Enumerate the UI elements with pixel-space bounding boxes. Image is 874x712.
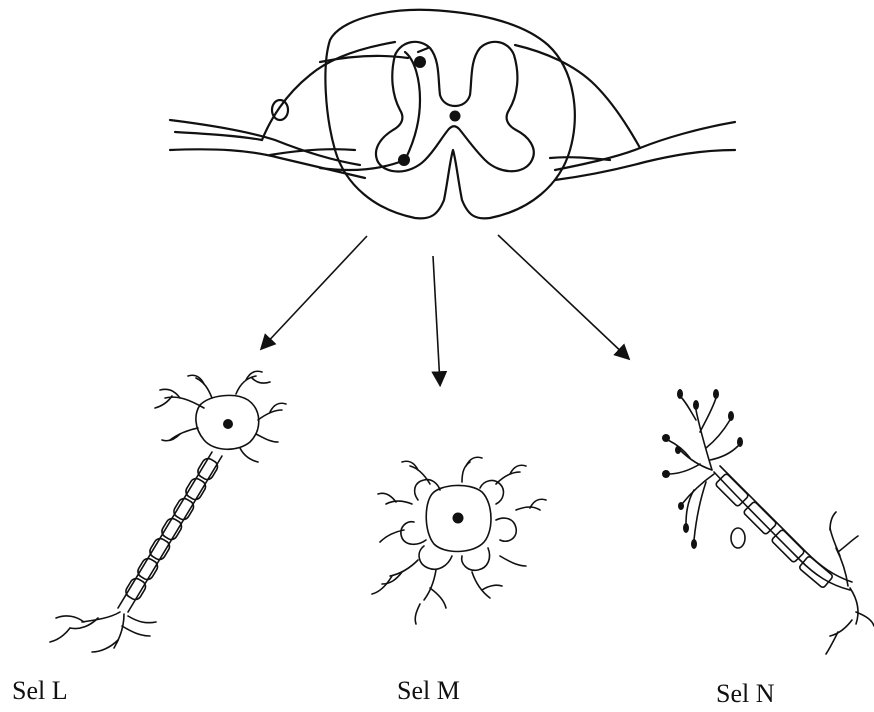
arrow-to-cell-l	[262, 236, 367, 348]
label-cell-n: Sel N	[716, 679, 775, 709]
arrow-to-cell-n	[498, 235, 628, 358]
cell-n-neuron	[668, 396, 874, 654]
label-cell-m: Sel M	[397, 676, 460, 706]
cell-l-nucleus	[223, 419, 233, 429]
arrow-to-cell-m	[433, 256, 440, 384]
spinal-cord-cell-bodies	[398, 56, 461, 166]
cell-m-nucleus	[453, 513, 464, 524]
cell-n-dendrite-tips	[662, 389, 743, 549]
cell-l-neuron	[50, 371, 286, 652]
arrows	[262, 235, 628, 384]
cell-m-neuron	[372, 457, 546, 624]
label-cell-l: Sel L	[12, 676, 68, 706]
